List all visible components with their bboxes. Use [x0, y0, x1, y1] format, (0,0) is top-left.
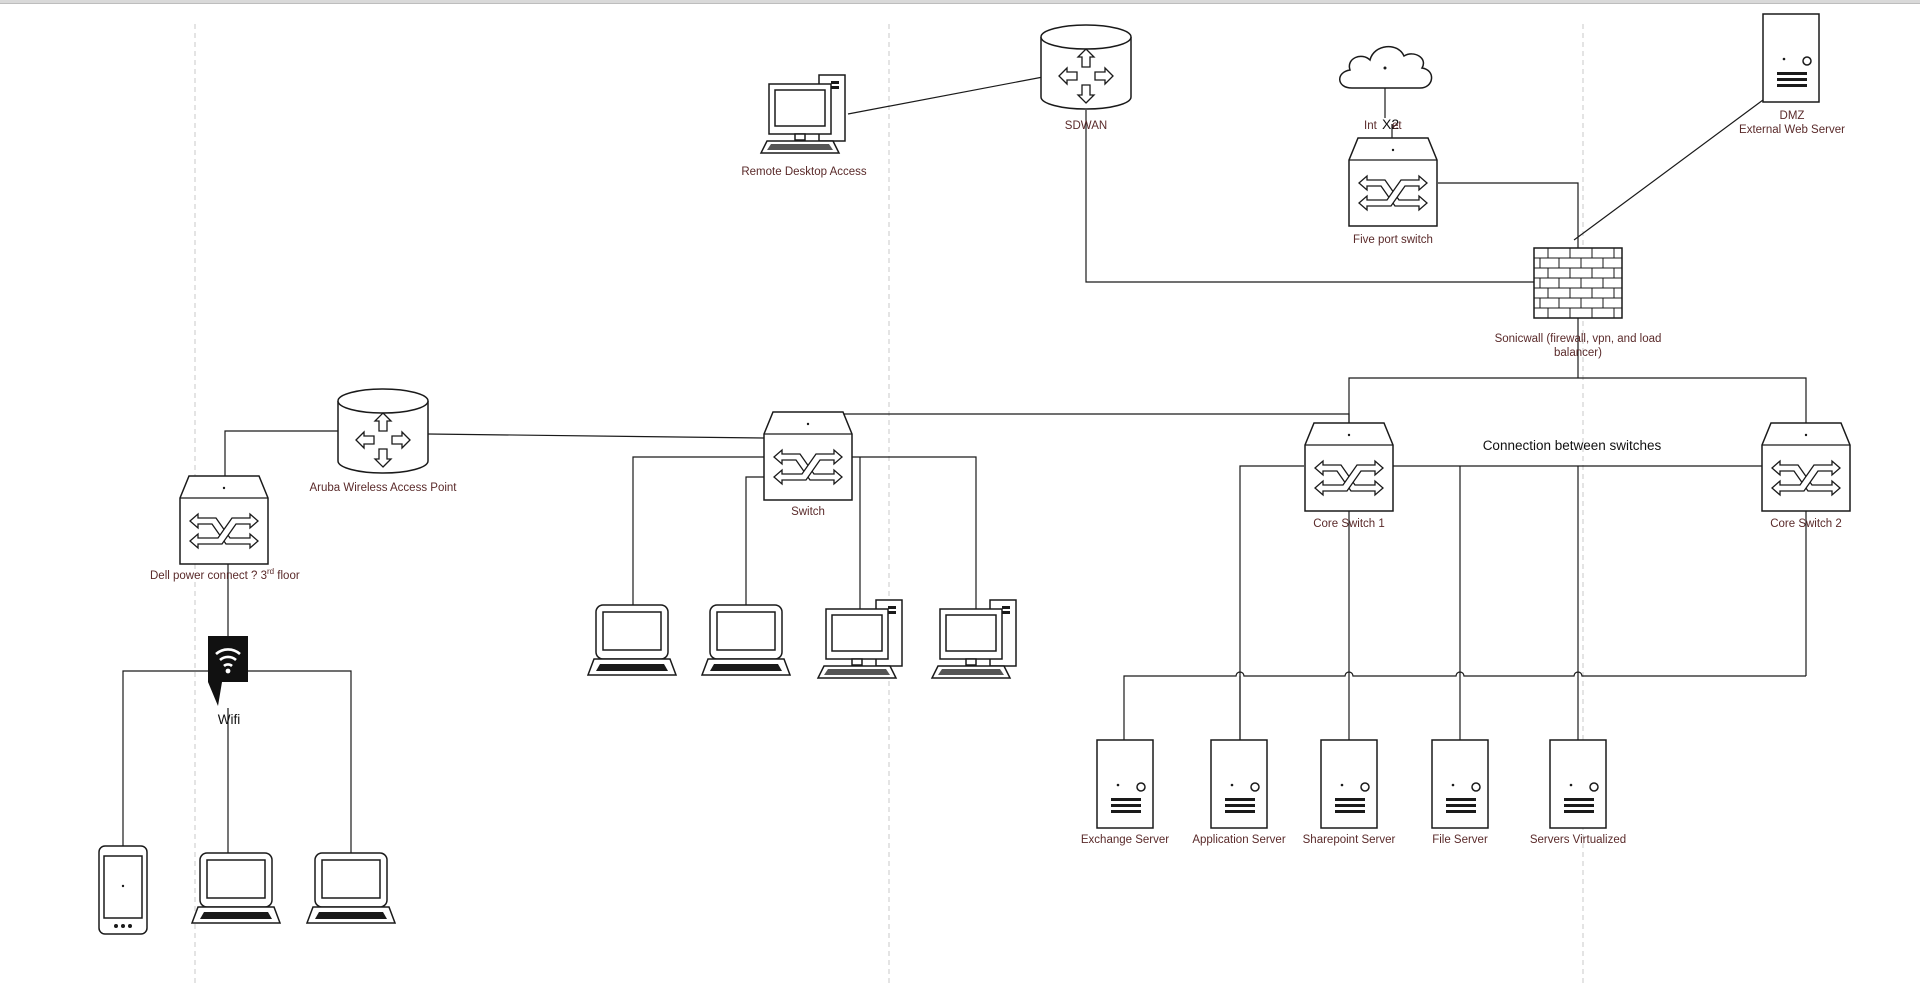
- internet-overlap-x2: X2: [1382, 116, 1399, 132]
- sonicwall-node[interactable]: Sonicwall (firewall, vpn, and load balan…: [1495, 247, 1662, 359]
- router-cylinder-icon: [1040, 24, 1132, 110]
- sonicwall-label-line1: Sonicwall (firewall, vpn, and load: [1495, 333, 1662, 345]
- sonicwall-label-line2: balancer): [1554, 347, 1602, 359]
- remote-desktop-node[interactable]: Remote Desktop Access: [741, 74, 867, 178]
- tower-server-icon: [1762, 13, 1820, 103]
- switch-clients[interactable]: [587, 599, 1017, 679]
- servers-virtualized-label: Servers Virtualized: [1530, 834, 1626, 846]
- dmz-title-label: DMZ: [1780, 110, 1805, 122]
- dmz-node[interactable]: DMZ External Web Server: [1739, 13, 1845, 136]
- tower-server-icon: [1320, 739, 1378, 829]
- network-switch-icon: [1304, 422, 1394, 512]
- laptop-icon: [306, 852, 396, 924]
- exchange-server-label: Exchange Server: [1081, 834, 1169, 846]
- dell-label: Dell power connect ? 3rd floor: [150, 567, 300, 582]
- five-port-switch-node[interactable]: Five port switch: [1348, 137, 1438, 246]
- aruba-label: Aruba Wireless Access Point: [309, 482, 457, 494]
- application-server-node[interactable]: Application Server: [1192, 739, 1286, 846]
- network-switch-icon: [1761, 422, 1851, 512]
- remote-desktop-label: Remote Desktop Access: [741, 166, 867, 178]
- tower-server-icon: [1431, 739, 1489, 829]
- core-switch-1-label: Core Switch 1: [1313, 518, 1385, 530]
- laptop-icon: [701, 604, 791, 676]
- connection-between-switches-label: Connection between switches: [1483, 438, 1662, 453]
- desktop-computer-icon: [931, 599, 1017, 679]
- wifi-clients[interactable]: [98, 845, 396, 935]
- window-top-border: [0, 0, 1920, 4]
- wifi-label: Wifi: [218, 712, 241, 727]
- laptop-icon: [191, 852, 281, 924]
- desktop-computer-icon: [817, 599, 903, 679]
- application-server-label: Application Server: [1192, 834, 1285, 846]
- five-port-label: Five port switch: [1353, 234, 1433, 246]
- dmz-sub-label: External Web Server: [1739, 124, 1845, 136]
- core-switch-2-label: Core Switch 2: [1770, 518, 1842, 530]
- aruba-access-point-node[interactable]: Aruba Wireless Access Point: [309, 388, 457, 494]
- sdwan-label: SDWAN: [1065, 120, 1107, 132]
- internet-label-start: Int: [1364, 120, 1378, 132]
- servers-virtualized-node[interactable]: Servers Virtualized: [1530, 739, 1626, 846]
- exchange-server-node[interactable]: Exchange Server: [1081, 739, 1169, 846]
- connection-wires: [122, 66, 1807, 888]
- router-cylinder-icon: [337, 388, 429, 474]
- tower-server-icon: [1549, 739, 1607, 829]
- internet-label-end: et: [1392, 120, 1402, 132]
- sharepoint-server-label: Sharepoint Server: [1303, 834, 1396, 846]
- file-server-label: File Server: [1432, 834, 1488, 846]
- core-switch-1-node[interactable]: Core Switch 1: [1304, 422, 1394, 530]
- network-switch-icon: [1348, 137, 1438, 227]
- tower-server-icon: [1210, 739, 1268, 829]
- switch-node[interactable]: Switch: [763, 411, 853, 518]
- brick-firewall-icon: [1533, 247, 1623, 319]
- laptop-icon: [587, 604, 677, 676]
- tower-server-icon: [1096, 739, 1154, 829]
- wifi-callout-icon: [208, 636, 248, 706]
- desktop-computer-icon: [760, 74, 846, 154]
- network-switch-icon: [179, 475, 269, 565]
- network-switch-icon: [763, 411, 853, 501]
- smartphone-icon: [98, 845, 148, 935]
- sdwan-node[interactable]: SDWAN: [1040, 24, 1132, 132]
- internet-node[interactable]: Int X2 et: [1339, 46, 1433, 132]
- core-switch-2-node[interactable]: Core Switch 2: [1761, 422, 1851, 530]
- sharepoint-server-node[interactable]: Sharepoint Server: [1303, 739, 1396, 846]
- wifi-node[interactable]: Wifi: [208, 636, 248, 727]
- dell-switch-node[interactable]: Dell power connect ? 3rd floor: [150, 475, 300, 582]
- file-server-node[interactable]: File Server: [1431, 739, 1489, 846]
- switch-label: Switch: [791, 506, 825, 518]
